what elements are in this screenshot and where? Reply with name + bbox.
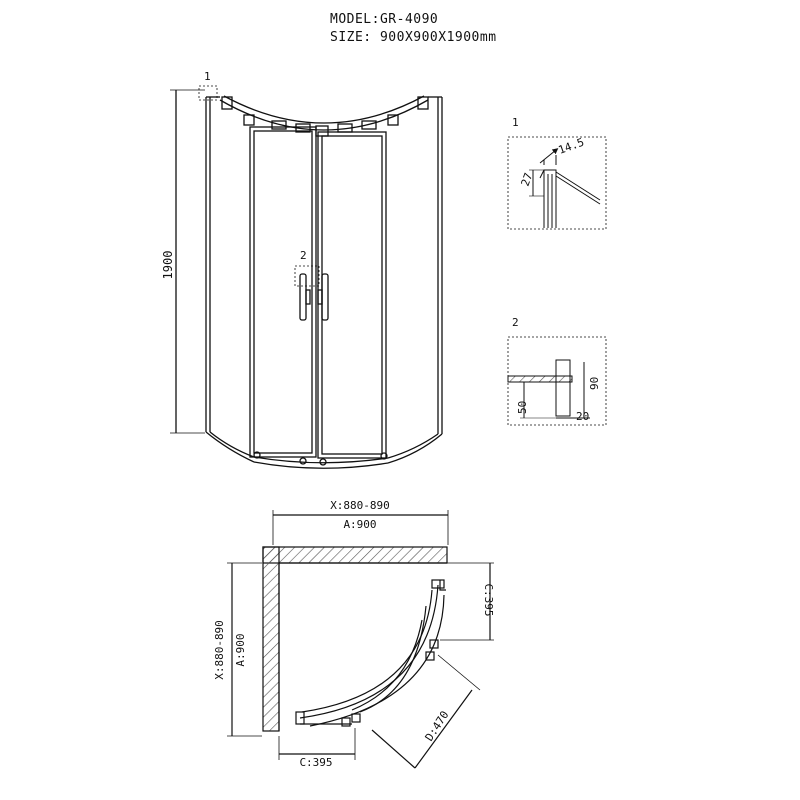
- size-label: SIZE:: [330, 30, 372, 45]
- plan-right-c-dim: C:395: [482, 583, 495, 616]
- plan-left-x-dim: X:880-890: [213, 620, 226, 680]
- model-line: MODEL:GR-4090: [330, 12, 438, 27]
- plan-left-a-dim: A:900: [234, 633, 247, 666]
- model-label: MODEL:: [330, 12, 380, 27]
- wall-top: [262, 546, 448, 564]
- size-line: SIZE: 900X900X1900mm: [330, 30, 497, 45]
- model-value: GR-4090: [379, 12, 439, 27]
- detail-1-label: 1: [512, 116, 519, 129]
- door-handle-right: [321, 273, 329, 321]
- plan-top-a-dim: A:900: [343, 518, 376, 531]
- door-handle-left: [299, 273, 307, 321]
- detail-1-width-dim: 14.5: [557, 136, 586, 157]
- detail-2-dim-20: 20: [576, 410, 589, 423]
- plan-top-x-dim: X:880-890: [330, 499, 390, 512]
- size-value: 900X900X1900mm: [379, 30, 497, 45]
- detail-2: 2 50 90 20: [507, 316, 607, 426]
- plan-bottom-c-dim: C:395: [299, 756, 332, 769]
- wall-left: [262, 546, 280, 732]
- detail-2-label: 2: [512, 316, 519, 329]
- detail-2-dim-50: 50: [516, 401, 529, 414]
- callout-1-label: 1: [204, 70, 211, 83]
- detail-1: 1 14.5 27: [507, 116, 607, 230]
- plan-view: X:880-890 A:900 X:880-890 A:900 C:395: [213, 499, 495, 769]
- callout-2-box: [294, 265, 320, 287]
- callout-2-label: 2: [300, 249, 307, 262]
- detail-2-dim-90: 90: [588, 377, 601, 390]
- detail-1-height-dim: 27: [519, 171, 536, 188]
- elevation-view: 1900 1: [161, 70, 443, 469]
- height-dim-label: 1900: [161, 251, 175, 280]
- detail-1-box: [507, 136, 607, 230]
- callout-1-box: [198, 85, 218, 101]
